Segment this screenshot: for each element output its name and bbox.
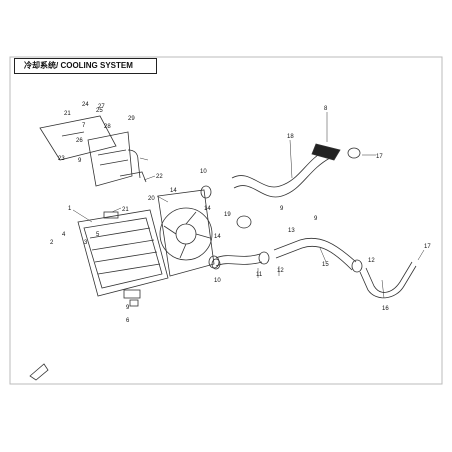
callout-label: 8 xyxy=(324,106,328,112)
callout-label: 21 xyxy=(64,111,71,117)
callout-label: 28 xyxy=(104,124,111,130)
callout-label: 3 xyxy=(84,240,88,246)
callout-label: 5 xyxy=(96,232,100,238)
callout-label: 18 xyxy=(287,134,294,140)
callout-label: 6 xyxy=(126,318,130,324)
callout-label: 25 xyxy=(96,108,103,114)
cooling-fan xyxy=(157,189,215,277)
diagram-border xyxy=(9,56,443,385)
callout-label: 21 xyxy=(122,207,129,213)
callout-label: 27 xyxy=(98,104,105,110)
direction-arrow-icon xyxy=(29,363,49,381)
callout-label: 12 xyxy=(277,268,284,274)
callout-label: 20 xyxy=(148,196,155,202)
leader-lines xyxy=(72,112,425,299)
hose-clamps xyxy=(200,185,252,270)
reservoir-bracket xyxy=(39,115,147,187)
callout-label: 14 xyxy=(214,234,221,240)
callout-label: 16 xyxy=(382,306,389,312)
upper-hose xyxy=(231,143,361,198)
lower-hose-left xyxy=(208,251,270,269)
callout-label: 22 xyxy=(156,174,163,180)
callout-label: 9 xyxy=(280,206,284,212)
callout-label: 13 xyxy=(288,228,295,234)
callout-label: 26 xyxy=(76,138,83,144)
callout-label: 17 xyxy=(376,154,383,160)
callout-label: 24 xyxy=(82,102,89,108)
callout-label: 17 xyxy=(424,244,431,250)
callout-label: 9 xyxy=(126,305,130,311)
callout-label: 14 xyxy=(204,206,211,212)
callout-label: 2 xyxy=(50,240,54,246)
callout-label: 15 xyxy=(322,262,329,268)
callout-label: 14 xyxy=(170,188,177,194)
callout-label: 29 xyxy=(128,116,135,122)
return-hose xyxy=(359,261,417,299)
callout-label: 12 xyxy=(368,258,375,264)
callout-label: 1 xyxy=(68,206,72,212)
callouts: 1 2 3 4 5 6 7 8 9 9 9 9 10 10 11 12 12 1… xyxy=(50,102,431,324)
callout-label: 9 xyxy=(314,216,318,222)
lower-hose-right xyxy=(273,237,363,273)
callout-label: 10 xyxy=(200,169,207,175)
callout-label: 23 xyxy=(58,156,65,162)
callout-label: 19 xyxy=(224,212,231,218)
callout-label: 4 xyxy=(62,232,66,238)
callout-label: 9 xyxy=(78,158,82,164)
callout-label: 10 xyxy=(214,278,221,284)
callout-label: 11 xyxy=(256,272,263,278)
callout-label: 7 xyxy=(82,123,86,129)
radiator xyxy=(77,209,169,307)
diagram-title: 冷却系统/ COOLING SYSTEM xyxy=(14,58,157,74)
